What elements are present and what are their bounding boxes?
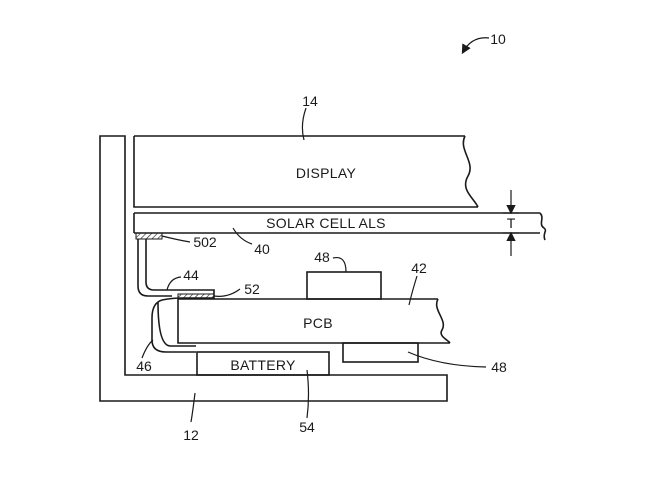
ref-10: 10 <box>490 31 506 47</box>
leader-44 <box>166 276 182 291</box>
flex-cable <box>137 239 215 353</box>
ref-44: 44 <box>183 267 199 283</box>
battery <box>196 351 330 376</box>
ref-12: 12 <box>183 427 199 443</box>
leader-502 <box>161 235 191 243</box>
ref-48-right: 48 <box>491 359 507 375</box>
ref-42: 42 <box>411 260 427 276</box>
housing-outer <box>99 135 448 402</box>
component-48-bottom <box>342 342 419 363</box>
ref-14: 14 <box>302 93 318 109</box>
leader-48-top <box>332 256 347 273</box>
component-48-top <box>306 271 382 300</box>
thickness-label: T <box>507 215 516 231</box>
ref-40: 40 <box>254 241 270 257</box>
ref-52: 52 <box>244 281 260 297</box>
leader-14 <box>301 107 307 141</box>
contact-502 <box>135 232 163 240</box>
ref-48-top: 48 <box>314 249 330 265</box>
display-label: DISPLAY <box>296 165 357 181</box>
leader-54 <box>306 369 310 419</box>
leader-48-right <box>407 351 487 368</box>
leader-40 <box>232 227 253 245</box>
leader-52 <box>213 288 241 297</box>
display-panel <box>133 135 479 208</box>
leader-10 <box>461 37 490 55</box>
leader-46 <box>141 339 154 359</box>
ref-54: 54 <box>299 419 315 435</box>
ref-46: 46 <box>136 358 152 374</box>
ref-502: 502 <box>193 234 217 250</box>
leader-42 <box>408 275 418 306</box>
leader-12 <box>190 392 196 423</box>
solar-cell-label: SOLAR CELL ALS <box>266 215 386 231</box>
pcb-label: PCB <box>303 315 333 331</box>
battery-label: BATTERY <box>230 357 296 373</box>
solar-cell-layer <box>133 212 547 241</box>
